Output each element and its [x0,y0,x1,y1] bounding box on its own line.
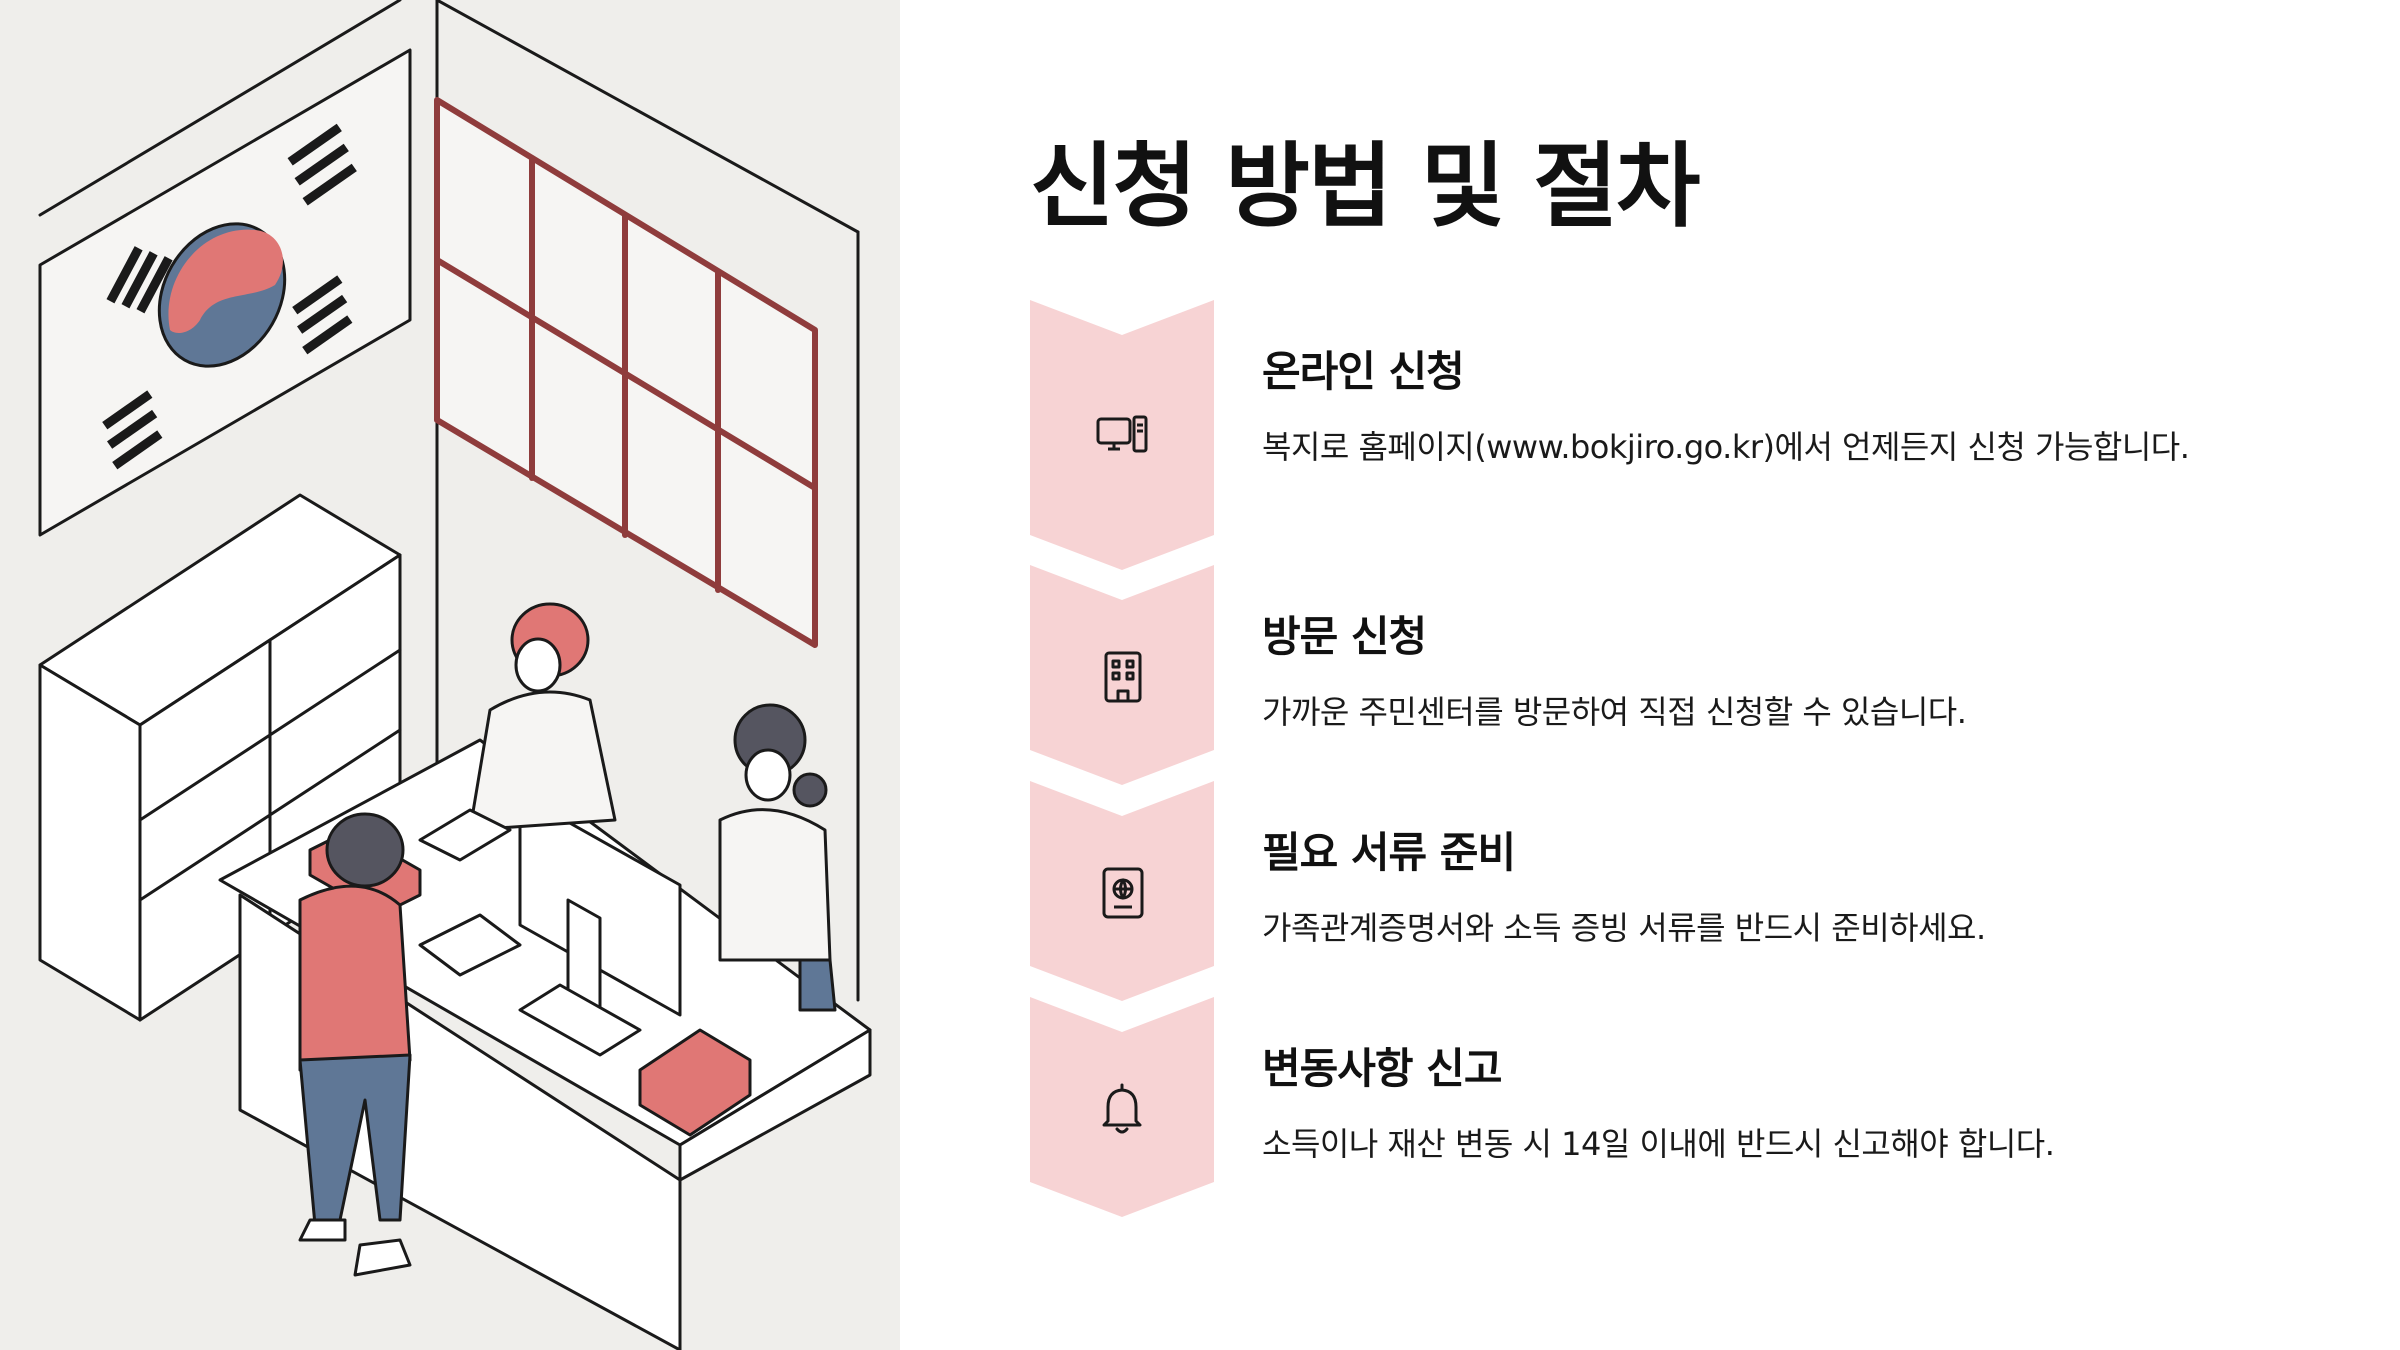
step-title: 방문 신청 [1262,612,1427,661]
content-panel: 신청 방법 및 절차 온라인 신청 복지로 홈페이지(www.bokjiro.g… [1030,0,2360,1350]
passport-document-icon [1090,861,1154,925]
step-title: 필요 서류 준비 [1262,828,1516,877]
building-icon [1090,645,1154,709]
office-illustration [0,0,900,1350]
step-title: 온라인 신청 [1262,347,1465,396]
step-description: 복지로 홈페이지(www.bokjiro.go.kr)에서 언제든지 신청 가능… [1262,428,2190,466]
desktop-computer-icon [1090,405,1154,469]
step-title: 변동사항 신고 [1262,1044,1502,1093]
step-prepare-documents: 필요 서류 준비 가족관계증명서와 소득 증빙 서류를 반드시 준비하세요. [1030,781,2360,1001]
step-chevron [1030,565,1214,785]
step-description: 소득이나 재산 변동 시 14일 이내에 반드시 신고해야 합니다. [1262,1125,2055,1163]
step-report-changes: 변동사항 신고 소득이나 재산 변동 시 14일 이내에 반드시 신고해야 합니… [1030,997,2360,1217]
step-chevron [1030,300,1214,570]
page-title: 신청 방법 및 절차 [1030,133,1701,240]
bell-icon [1090,1077,1154,1141]
community-center-scene [38,0,872,1350]
step-online-application: 온라인 신청 복지로 홈페이지(www.bokjiro.go.kr)에서 언제든… [1030,300,2360,570]
step-description: 가족관계증명서와 소득 증빙 서류를 반드시 준비하세요. [1262,909,1986,947]
step-chevron [1030,997,1214,1217]
step-description: 가까운 주민센터를 방문하여 직접 신청할 수 있습니다. [1262,693,1967,731]
taegeuk-emblem [157,222,287,368]
step-visit-application: 방문 신청 가까운 주민센터를 방문하여 직접 신청할 수 있습니다. [1030,565,2360,785]
